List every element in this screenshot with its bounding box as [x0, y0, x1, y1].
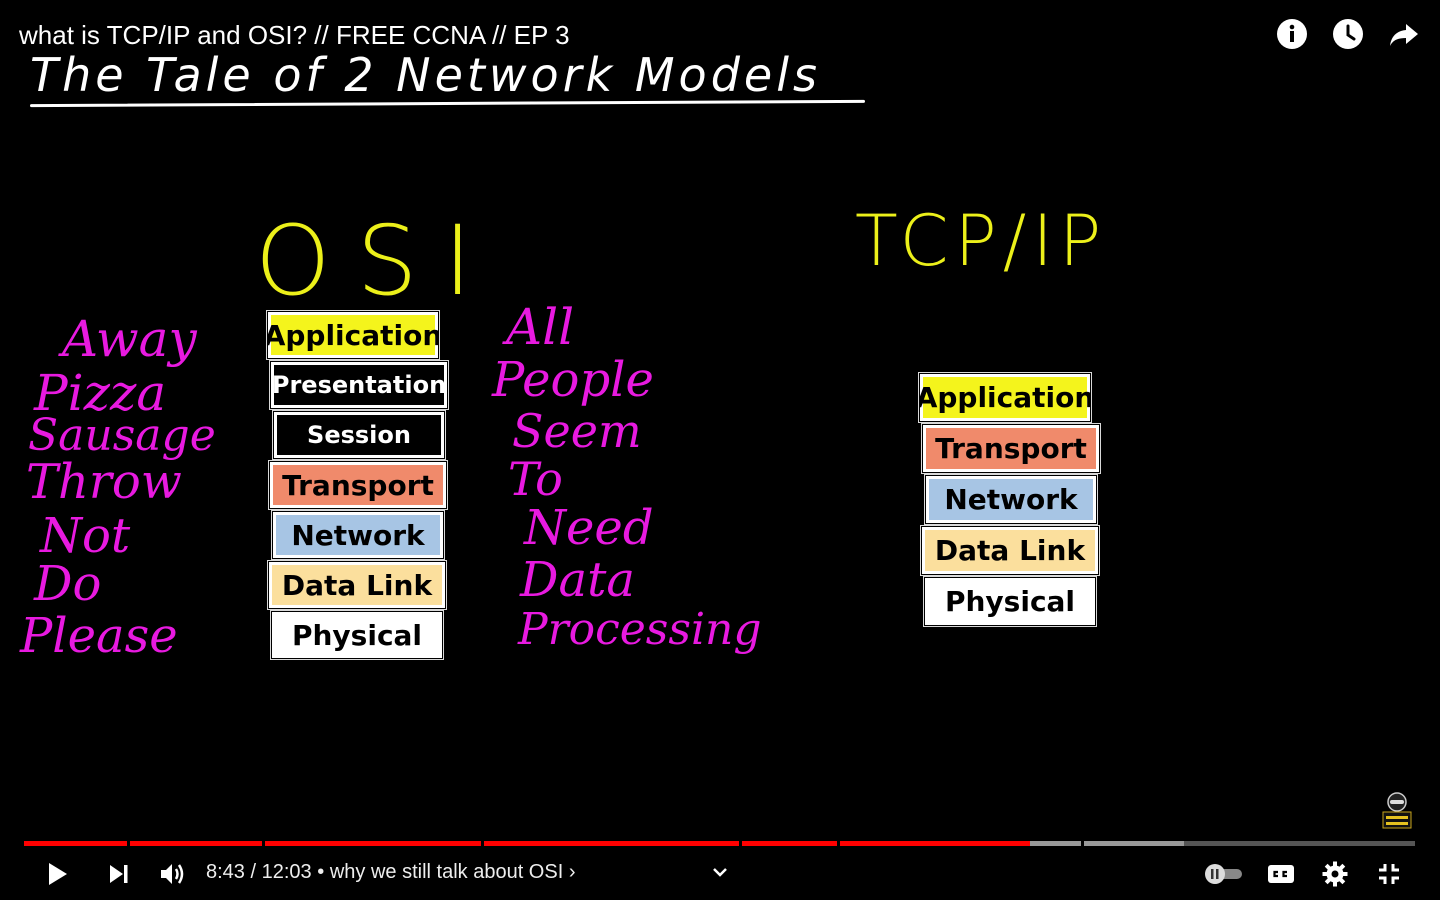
mnemonic-word: Need	[524, 500, 654, 556]
slide-heading: The Tale of 2 Network Models	[30, 48, 821, 102]
description-toggle[interactable]	[702, 854, 738, 890]
clock-icon[interactable]	[1332, 18, 1364, 50]
mnemonic-word: Please	[20, 608, 178, 664]
mnemonic-word: Throw	[26, 454, 182, 510]
volume-icon	[161, 864, 184, 884]
mnemonic-word: All	[506, 298, 575, 356]
chapter-segment[interactable]	[1084, 841, 1415, 846]
time-current: 8:43	[206, 861, 245, 883]
osi-layer: Presentation	[269, 360, 449, 410]
play-icon	[49, 863, 67, 885]
share-icon[interactable]	[1388, 18, 1420, 50]
exit-fullscreen-icon	[1379, 864, 1399, 884]
autoplay-toggle-icon	[1205, 864, 1242, 884]
osi-layer: Session	[272, 410, 446, 460]
tcpip-layer: Data Link	[920, 525, 1100, 576]
played-segment	[265, 841, 481, 846]
next-button[interactable]	[101, 856, 137, 892]
captions-button[interactable]	[1263, 856, 1299, 892]
osi-layer: Application	[264, 310, 442, 360]
settings-icon	[1322, 861, 1348, 887]
exit-fullscreen-button[interactable]	[1371, 856, 1407, 892]
progress-bar[interactable]	[24, 841, 1416, 846]
played-segment	[840, 841, 1030, 846]
next-icon	[110, 865, 128, 883]
captions-icon	[1268, 865, 1294, 883]
mnemonic-word: Pizza	[34, 364, 167, 422]
chapter-arrow: ›	[568, 861, 576, 883]
time-total: 12:03	[261, 861, 312, 883]
mnemonic-word: People	[492, 352, 654, 408]
osi-layer: Network	[271, 510, 445, 560]
mnemonic-word: To	[508, 452, 563, 506]
played-segment	[130, 841, 262, 846]
mnemonic-word: Away	[62, 310, 197, 368]
mnemonic-word: Data	[520, 552, 636, 608]
chevron-down-icon	[713, 868, 727, 877]
mnemonic-word: Sausage	[28, 410, 216, 461]
play-button[interactable]	[40, 856, 76, 892]
volume-button[interactable]	[155, 856, 191, 892]
played-segment	[484, 841, 739, 846]
tcpip-layer: Network	[924, 474, 1098, 525]
chapter-link[interactable]: • why we still talk about OSI ›	[317, 861, 575, 883]
mnemonic-word: Processing	[518, 604, 762, 655]
player-controls: 8:43 / 12:03 • why we still talk about O…	[0, 840, 1440, 900]
top-actions	[1276, 18, 1420, 50]
autoplay-toggle[interactable]	[1200, 856, 1248, 892]
mnemonic-word: Seem	[512, 404, 642, 458]
settings-button[interactable]	[1317, 856, 1353, 892]
info-icon[interactable]	[1276, 18, 1308, 50]
buffered-segment	[1084, 841, 1184, 846]
tcpip-label: TCP/IP	[855, 200, 1108, 282]
osi-layer: Physical	[270, 610, 444, 660]
tcpip-layer: Physical	[923, 576, 1097, 627]
tcpip-layer: Application	[916, 372, 1094, 423]
osi-label: OSI	[255, 205, 498, 317]
played-segment	[742, 841, 837, 846]
chapter-title: why we still talk about OSI	[329, 861, 564, 883]
video-title[interactable]: what is TCP/IP and OSI? // FREE CCNA // …	[19, 20, 570, 50]
osi-layer: Transport	[268, 460, 448, 510]
time-display: 8:43 / 12:03 • why we still talk about O…	[206, 861, 576, 884]
chapter-bullet: •	[317, 861, 325, 883]
mnemonic-word: Do	[34, 556, 102, 612]
time-separator: /	[250, 861, 257, 883]
mnemonic-word: Not	[40, 508, 131, 564]
tcpip-layer: Transport	[921, 423, 1101, 474]
channel-logo	[1382, 792, 1412, 829]
played-segment	[24, 841, 127, 846]
osi-layer: Data Link	[267, 560, 447, 610]
